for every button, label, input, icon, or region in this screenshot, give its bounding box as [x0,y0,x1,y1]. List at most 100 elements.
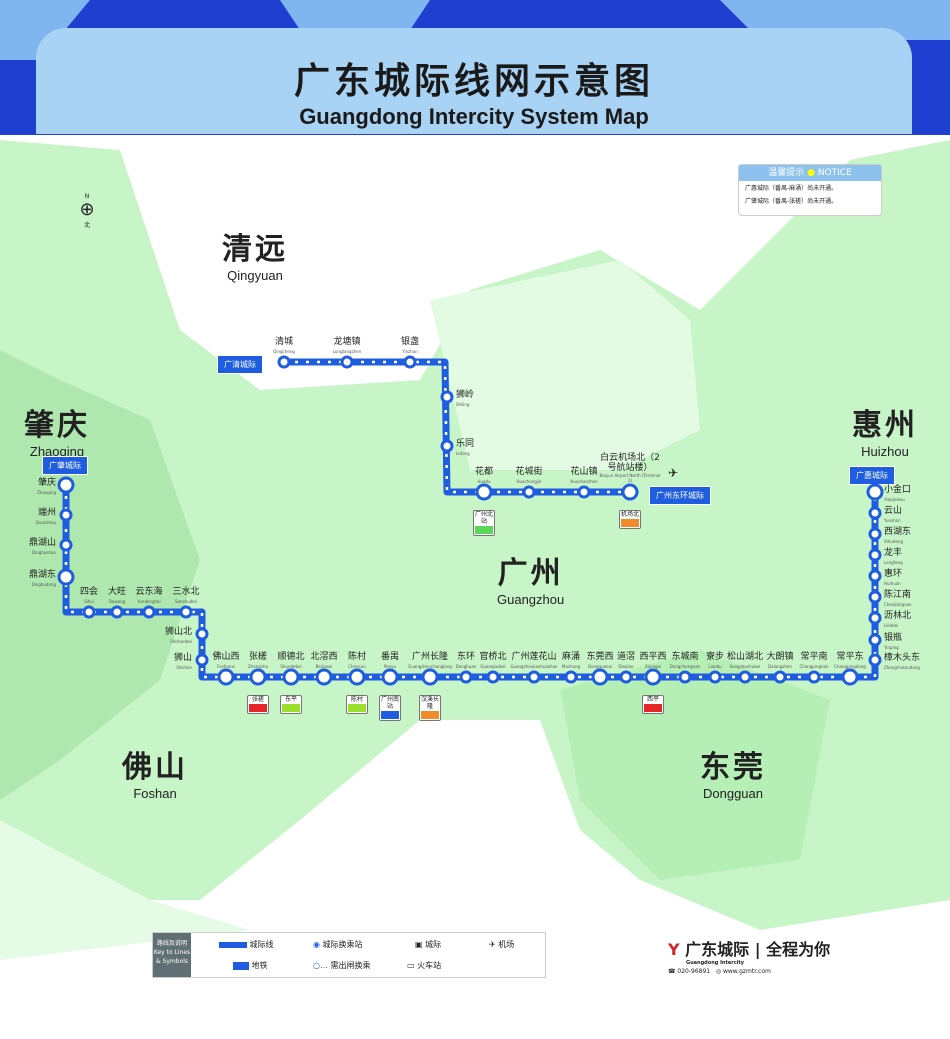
station-marker[interactable] [315,668,333,686]
station-marker[interactable] [57,568,75,586]
station-marker[interactable] [522,485,536,499]
station-marker[interactable] [282,668,300,686]
station-marker[interactable] [644,668,662,686]
station-marker[interactable] [577,485,591,499]
station-marker[interactable] [738,670,752,684]
station-marker[interactable] [868,548,882,562]
station-marker[interactable] [773,670,787,684]
station-marker[interactable] [868,506,882,520]
line-tag-guangzhou-east-ring[interactable]: 广州东环城际 [649,486,711,505]
station-marker[interactable] [621,483,639,501]
station-marker[interactable] [440,390,454,404]
station-marker[interactable] [381,668,399,686]
transfer-box[interactable]: 汉溪长隆 [419,695,441,721]
station-marker[interactable] [340,355,354,369]
station-marker[interactable] [868,611,882,625]
station-marker[interactable] [807,670,821,684]
line-tag-guangqing[interactable]: 广清城际 [217,355,263,374]
station-marker[interactable] [868,590,882,604]
transfer-box[interactable]: 陈村 [346,695,368,714]
station-label[interactable]: 白云机场北（2号航站楼）Baiyun Airport North (Termin… [598,453,662,483]
station-marker[interactable] [110,605,124,619]
station-marker[interactable] [59,538,73,552]
station-marker[interactable] [475,483,493,501]
station-marker[interactable] [421,668,439,686]
station-marker[interactable] [868,569,882,583]
station-marker[interactable] [486,670,500,684]
station-marker[interactable] [403,355,417,369]
station-marker[interactable] [249,668,267,686]
station-marker[interactable] [619,670,633,684]
transfer-box[interactable]: 东平 [280,695,302,714]
station-marker[interactable] [195,627,209,641]
station-marker[interactable] [678,670,692,684]
station-marker[interactable] [868,653,882,667]
transfer-box[interactable]: 张槎 [247,695,269,714]
station-marker[interactable] [527,670,541,684]
station-marker[interactable] [348,668,366,686]
station-marker[interactable] [868,527,882,541]
website[interactable]: www.gzmtr.com [722,968,771,975]
station-marker[interactable] [591,668,609,686]
station-marker[interactable] [277,355,291,369]
station-marker[interactable] [868,633,882,647]
station-marker[interactable] [564,670,578,684]
station-marker[interactable] [82,605,96,619]
transfer-box[interactable]: 广州南站 [379,695,401,721]
line-tag-guangzhao[interactable]: 广肇城际 [42,456,88,475]
station-marker[interactable] [841,668,859,686]
station-marker[interactable] [708,670,722,684]
station-marker[interactable] [459,670,473,684]
station-marker[interactable] [179,605,193,619]
transfer-box[interactable]: 广州北站 [473,510,495,536]
station-marker[interactable] [217,668,235,686]
station-marker[interactable] [142,605,156,619]
station-marker[interactable] [440,439,454,453]
station-marker[interactable] [57,476,75,494]
